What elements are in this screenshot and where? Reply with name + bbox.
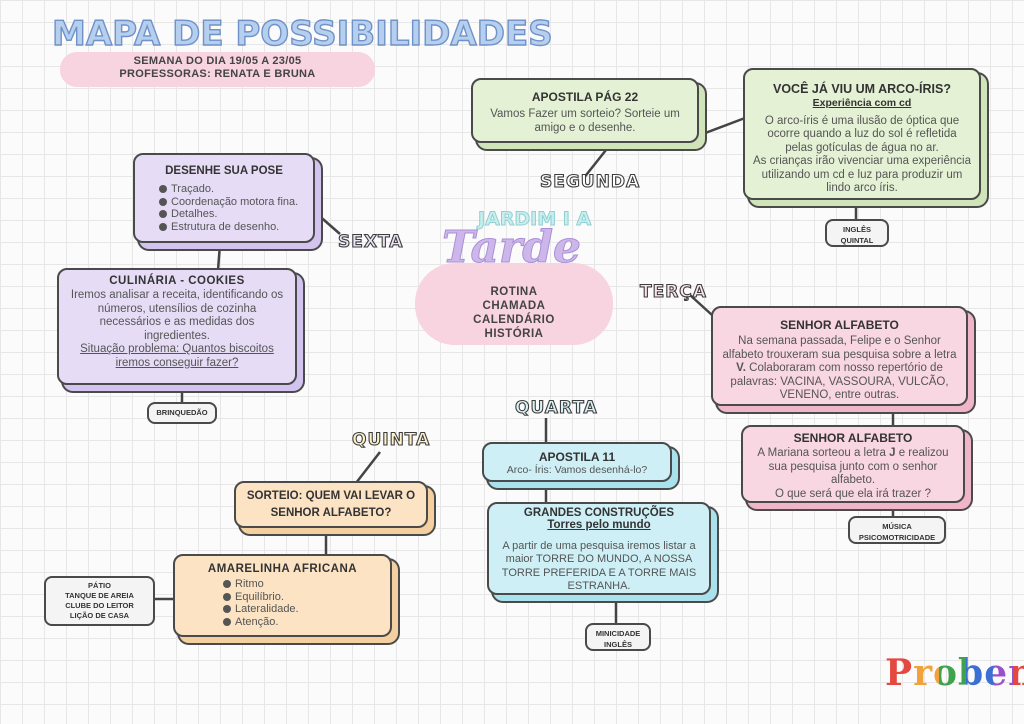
bullet-list: Traçado. Coordenação motora fina. Detalh… (157, 183, 305, 233)
day-label-friday: SEXTA (337, 231, 404, 252)
card-question: O que será que ela irá trazer ? (775, 487, 931, 500)
tag-box-friday: BRINQUEDÃO (147, 402, 217, 424)
header-banner: SEMANA DO DIA 19/05 A 23/05 PROFESSORAS:… (60, 52, 375, 87)
teachers-label: PROFESSORAS: RENATA E BRUNA (119, 68, 316, 80)
class-name: JARDIM I A (477, 208, 592, 231)
list-item: Coordenação motora fina. (159, 196, 305, 209)
card-problem: Situação problema: Quantos biscoitos ire… (80, 343, 274, 369)
text-part: A Mariana sorteou a letra (757, 447, 890, 459)
card-text: Na semana passada, Felipe e o Senhor alf… (721, 335, 958, 403)
card-subtitle: Experiência com cd (812, 97, 912, 109)
tag-item: PÁTIO (88, 581, 111, 590)
tag-item: INGLÊS (843, 225, 871, 234)
proben-logo: Proben (885, 652, 1024, 694)
list-item: Ritmo (223, 578, 380, 591)
card-subtitle: Torres pelo mundo (547, 519, 651, 531)
bullet-list: Ritmo Equilíbrio. Lateralidade. Atenção. (221, 578, 380, 628)
card-title: GRANDES CONSTRUÇÕES (523, 507, 675, 519)
card-text: A partir de uma pesquisa iremos listar a… (501, 539, 697, 593)
routine-list: ROTINA CHAMADA CALENDÁRIO HISTÓRIA (415, 285, 613, 341)
tag-item: MINICIDADE (595, 629, 641, 638)
list-item: Traçado. (159, 183, 305, 196)
tag-item: TANQUE DE AREIA (65, 591, 134, 600)
card-title: AMARELINHA AFRICANA (207, 563, 358, 575)
card-title: SENHOR ALFABETO (780, 318, 899, 332)
highlight-letter: V. (736, 362, 746, 374)
routine-item: HISTÓRIA (484, 328, 544, 340)
text-part: Colaboraram com nosso repertório de pala… (730, 362, 949, 401)
tag-item: QUINTAL (840, 236, 874, 245)
page-title: MAPA DE POSSIBILIDADES (51, 13, 553, 54)
card-text: As crianças irão vivenciar uma experiênc… (753, 155, 971, 194)
routine-item: ROTINA (490, 286, 538, 298)
card-apostila-11: APOSTILA 11 Arco- Íris: Vamos desenhá-lo… (482, 442, 672, 482)
tag-box-monday: INGLÊS QUINTAL (825, 219, 889, 247)
card-apostila-22: APOSTILA PÁG 22 Vamos Fazer um sorteio? … (471, 78, 699, 143)
card-title: APOSTILA PÁG 22 (531, 90, 639, 104)
list-item: Atenção. (223, 616, 380, 629)
week-label: SEMANA DO DIA 19/05 A 23/05 (133, 55, 302, 67)
text-part: e realizou sua pesquisa junto com o senh… (768, 447, 949, 486)
tag-box-thursday: PÁTIO TANQUE DE AREIA CLUBE DO LEITOR LI… (44, 576, 155, 626)
card-text: Vamos Fazer um sorteio? Sorteie um amigo… (490, 108, 680, 134)
logo-text: Proben (885, 652, 1024, 694)
card-desenhe-sua-pose: DESENHE SUA POSE Traçado. Coordenação mo… (133, 153, 315, 243)
routine-item: CALENDÁRIO (473, 314, 555, 326)
routine-item: CHAMADA (482, 300, 546, 312)
card-title: VOCÊ JÁ VIU UM ARCO-ÍRIS? (772, 82, 952, 96)
card-title: SENHOR ALFABETO (793, 431, 913, 445)
card-title: APOSTILA 11 (538, 450, 616, 464)
text-part: Na semana passada, Felipe e o Senhor alf… (722, 335, 957, 361)
highlight-letter: J (889, 447, 896, 459)
card-culinaria-cookies: CULINÁRIA - COOKIES Iremos analisar a re… (57, 268, 297, 385)
day-label-wednesday: QUARTA (514, 397, 598, 418)
day-label-monday: SEGUNDA (539, 171, 641, 192)
tag-item: PSICOMOTRICIDADE (858, 533, 936, 542)
card-title: SORTEIO: QUEM VAI LEVAR O SENHOR ALFABET… (246, 490, 416, 519)
tag-box-wednesday: MINICIDADE INGLÊS (585, 623, 651, 651)
card-rainbow: VOCÊ JÁ VIU UM ARCO-ÍRIS? Experiência co… (743, 68, 981, 200)
card-text: O arco-íris é uma ilusão de óptica que o… (764, 114, 960, 154)
tag-item: BRINQUEDÃO (156, 408, 208, 417)
list-item: Lateralidade. (223, 603, 380, 616)
list-item: Detalhes. (159, 208, 305, 221)
card-text: A Mariana sorteou a letra J e realizou s… (751, 447, 955, 488)
tag-item: CLUBE DO LEITOR (65, 601, 134, 610)
card-sorteio: SORTEIO: QUEM VAI LEVAR O SENHOR ALFABET… (234, 481, 428, 528)
list-item: Equilíbrio. (223, 591, 380, 604)
card-text: Iremos analisar a receita, identificando… (70, 289, 284, 342)
card-senhor-alfabeto-2: SENHOR ALFABETO A Mariana sorteou a letr… (741, 425, 965, 503)
tag-box-tuesday: MÚSICA PSICOMOTRICIDADE (848, 516, 946, 544)
tag-item: MÚSICA (882, 522, 912, 531)
list-item: Estrutura de desenho. (159, 221, 305, 234)
center-bubble: ROTINA CHAMADA CALENDÁRIO HISTÓRIA (415, 263, 613, 345)
card-title: DESENHE SUA POSE (165, 165, 283, 177)
tag-item: LIÇÃO DE CASA (69, 611, 130, 620)
card-amarelinha: AMARELINHA AFRICANA Ritmo Equilíbrio. La… (173, 554, 392, 637)
period-label: Tarde (442, 222, 582, 274)
card-text: Arco- Íris: Vamos desenhá-lo? (506, 464, 648, 476)
day-label-thursday: QUINTA (351, 429, 431, 450)
tag-item: INGLÊS (604, 640, 632, 649)
card-senhor-alfabeto-1: SENHOR ALFABETO Na semana passada, Felip… (711, 306, 968, 406)
day-label-tuesday: TERÇA (639, 281, 707, 302)
card-title: CULINÁRIA - COOKIES (109, 275, 245, 287)
card-grandes-construcoes: GRANDES CONSTRUÇÕES Torres pelo mundo A … (487, 502, 711, 595)
